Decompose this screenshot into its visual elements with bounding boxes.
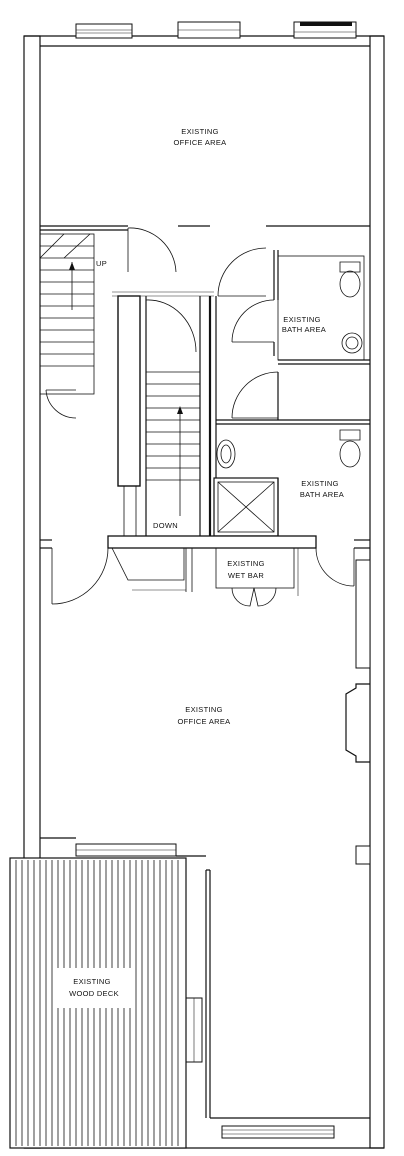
right-pilasters (345, 559, 371, 865)
office-upper-label-2: OFFICE AREA (174, 138, 227, 147)
mid-wall (40, 535, 370, 607)
bath-upper-label-1: EXISTING (283, 315, 320, 324)
office-lower-label-2: OFFICE AREA (178, 717, 231, 726)
wood-deck-label-1: EXISTING (73, 977, 110, 986)
office-upper-label-1: EXISTING (181, 127, 218, 136)
wood-deck (9, 857, 187, 1149)
office-lower-label-1: EXISTING (185, 705, 222, 714)
bath-lower-label-1: EXISTING (301, 479, 338, 488)
bottom-window (221, 1125, 335, 1139)
bath-walls (208, 247, 370, 540)
bath-lower-label-2: BATH AREA (300, 490, 344, 499)
upper-office-walls (40, 225, 370, 273)
bath-upper-label-2: BATH AREA (282, 325, 326, 334)
top-windows (75, 21, 357, 39)
wet-bar-label-1: EXISTING (227, 559, 264, 568)
lower-office-boundary (40, 837, 211, 1118)
stair-up (39, 233, 95, 419)
wood-deck-label-2: WOOD DECK (69, 989, 119, 998)
stair-down (112, 291, 214, 540)
stair-up-label: UP (96, 259, 107, 268)
stair-down-label: DOWN (153, 521, 178, 530)
wet-bar-label-2: WET BAR (228, 571, 264, 580)
